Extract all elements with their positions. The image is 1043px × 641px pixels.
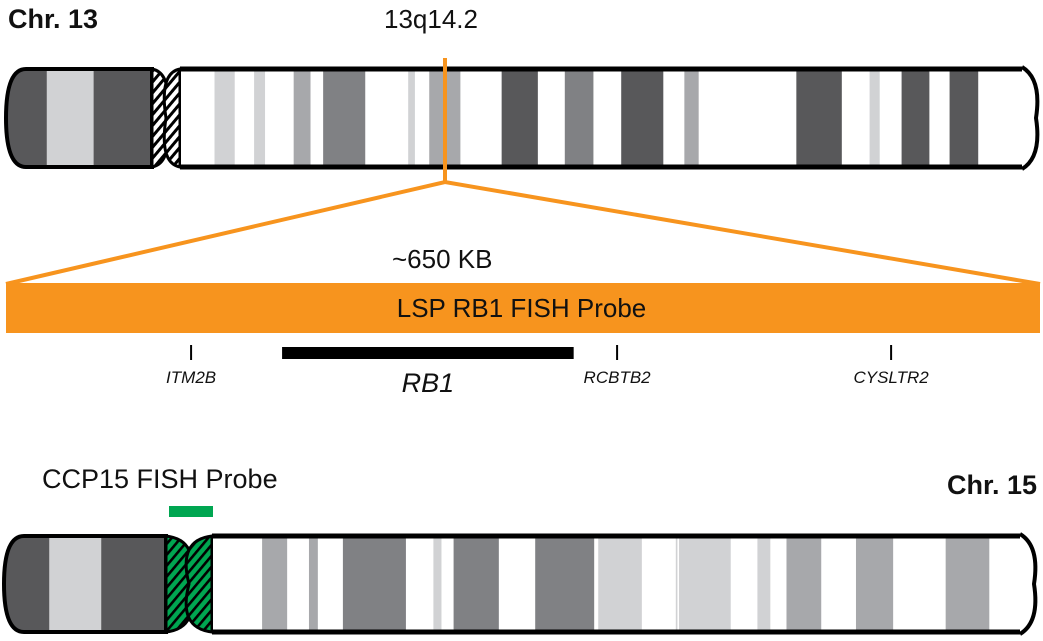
chromosome-band xyxy=(214,69,235,167)
chromosome-band xyxy=(949,69,979,167)
chromosome-band xyxy=(6,69,47,167)
chromosome-band xyxy=(945,536,990,632)
chr13-centromere xyxy=(150,67,182,169)
chromosome-band xyxy=(433,536,442,632)
chromosome-band xyxy=(93,69,152,167)
ccp15-probe-marker xyxy=(169,506,213,517)
ccp15-probe-label: CCP15 FISH Probe xyxy=(42,464,278,494)
chromosome-band xyxy=(869,69,880,167)
chromosome-band xyxy=(757,536,771,632)
chromosome-band xyxy=(796,69,842,167)
chromosome-band xyxy=(49,536,102,632)
gene-label-rcbtb2: RCBTB2 xyxy=(583,368,651,387)
chromosome-band xyxy=(453,536,499,632)
chr15-p-arm xyxy=(1,534,168,634)
chr15-title: Chr. 15 xyxy=(946,470,1037,500)
p-arm-outline xyxy=(1,534,168,634)
chromosome-band xyxy=(262,536,288,632)
zoom-connector xyxy=(5,58,1041,286)
chr13-title: Chr. 13 xyxy=(8,4,99,34)
chr13-p-arm xyxy=(3,67,154,169)
q-arm-end-cap xyxy=(1020,65,1040,171)
chromosome-band xyxy=(408,69,415,167)
zoom-triangle xyxy=(5,179,1041,286)
locus-label: 13q14.2 xyxy=(384,4,478,34)
chromosome-band xyxy=(679,536,731,632)
probe-size-label: ~650 KB xyxy=(392,244,493,274)
centromere-right-lobe xyxy=(162,67,182,169)
q-arm-body xyxy=(180,69,1022,167)
chromosome-band xyxy=(901,69,930,167)
chromosome-band xyxy=(323,69,366,167)
chromosome-band xyxy=(101,536,166,632)
gene-label-rb1: RB1 xyxy=(401,368,455,398)
gene-label-cysltr2: CYSLTR2 xyxy=(853,368,929,387)
chromosome-band xyxy=(501,69,538,167)
chromosome-band xyxy=(621,69,664,167)
gene-span-rb1 xyxy=(282,347,574,359)
lsp-rb1-probe-label: LSP RB1 FISH Probe xyxy=(396,293,647,323)
chromosome-band xyxy=(684,69,699,167)
chromosome-band xyxy=(855,536,894,632)
gene-track xyxy=(190,345,893,360)
chromosome-band xyxy=(535,536,595,632)
centromere-right-lobe xyxy=(184,534,214,634)
chromosome-15 xyxy=(1,532,1038,636)
chromosome-13 xyxy=(3,65,1040,171)
p-arm-outline xyxy=(3,67,154,169)
chr13-q-arm xyxy=(179,65,1040,171)
chromosome-band xyxy=(4,536,50,632)
chromosome-band xyxy=(675,536,678,632)
chromosome-band xyxy=(293,69,311,167)
chromosome-band xyxy=(786,536,822,632)
chromosome-band xyxy=(342,536,406,632)
chr15-q-arm xyxy=(211,532,1038,636)
chromosome-band xyxy=(46,69,94,167)
chromosome-band xyxy=(564,69,594,167)
gene-label-itm2b: ITM2B xyxy=(166,368,217,387)
chr15-centromere xyxy=(164,534,214,634)
lsp-rb1-probe-bar xyxy=(6,283,1040,333)
chromosome-band xyxy=(308,536,318,632)
chromosome-band xyxy=(598,536,642,632)
q-arm-end-cap xyxy=(1018,532,1038,636)
chromosome-band xyxy=(254,69,266,167)
